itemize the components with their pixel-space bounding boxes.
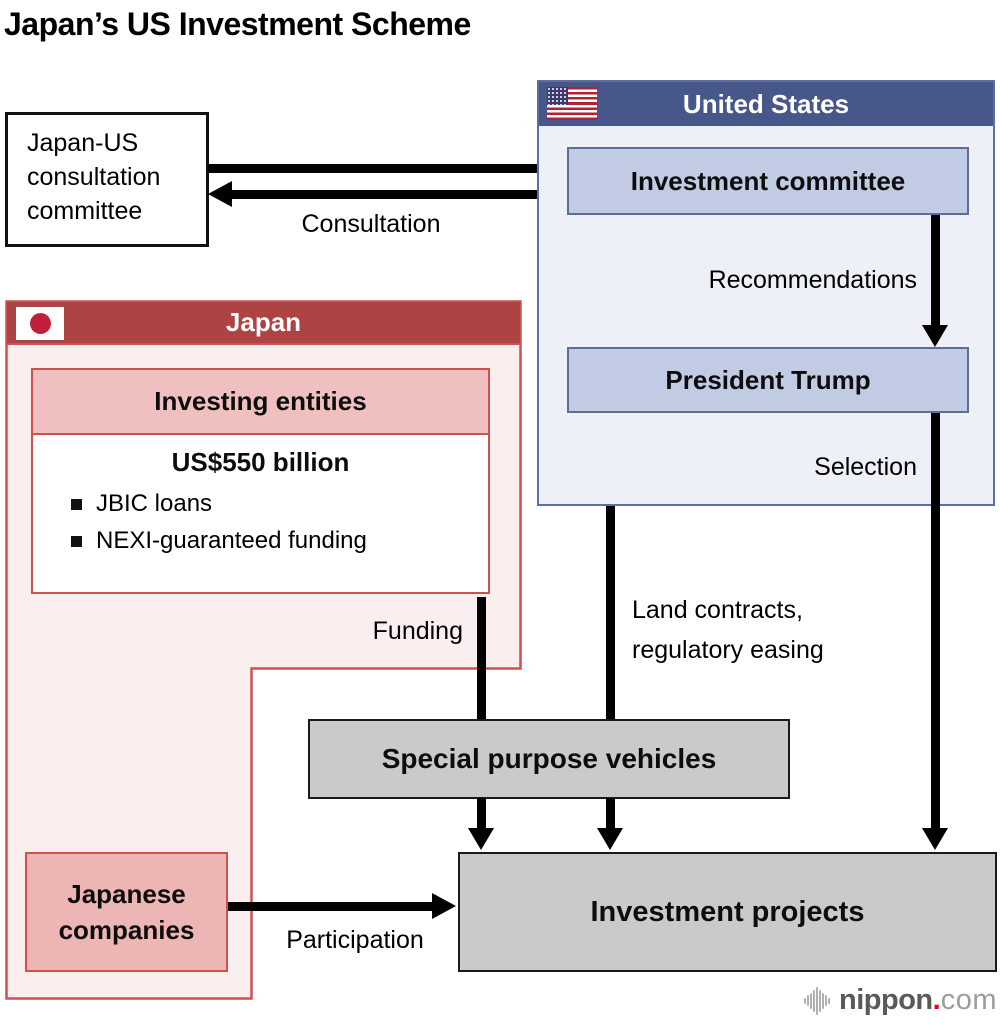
japanese-companies-line: Japanese <box>67 879 186 909</box>
japanese-companies-line: companies <box>58 915 195 945</box>
investing-entities-label: Investing entities <box>154 386 367 416</box>
consultation-box-line: committee <box>27 197 143 225</box>
investment-projects-box: Investment projects <box>458 852 997 972</box>
spv-out-arrow-head <box>468 828 494 850</box>
soundwave-icon <box>804 986 831 1015</box>
selection-label: Selection <box>814 453 917 481</box>
logo-dot: . <box>932 984 941 1016</box>
president-trump-label: President Trump <box>665 364 871 395</box>
list-item: JBIC loans <box>71 486 488 523</box>
recommendations-label: Recommendations <box>708 266 917 294</box>
bullet-square-icon <box>71 498 82 510</box>
investment-committee-label: Investment committee <box>630 165 906 196</box>
participation-arrow-head <box>432 893 456 919</box>
investing-entities-box: Investing entities <box>31 368 490 435</box>
list-item: NEXI-guaranteed funding <box>71 523 488 560</box>
japan-flag-icon <box>16 307 64 340</box>
funding-bullet-list: JBIC loans NEXI-guaranteed funding <box>33 486 488 560</box>
land-contracts-arrow-line <box>606 506 615 720</box>
consultation-box-line: Japan-US <box>27 129 139 157</box>
land-contracts-line: regulatory easing <box>632 636 824 664</box>
japan-us-consultation-committee-box: Japan-US consultation committee <box>5 112 209 247</box>
spv-out-arrow-line <box>606 798 615 829</box>
selection-arrow-line <box>931 413 940 829</box>
president-trump-box: President Trump <box>567 347 969 413</box>
us-flag-icon <box>547 87 597 120</box>
participation-label: Participation <box>286 926 424 954</box>
japan-header-label: Japan <box>225 307 302 337</box>
consultation-label: Consultation <box>301 210 441 238</box>
investment-projects-label: Investment projects <box>590 895 865 928</box>
selection-arrow-head <box>922 828 948 850</box>
amount-label: US$550 billion <box>171 446 350 477</box>
logo-name: nippon <box>839 984 933 1016</box>
bullet-square-icon <box>71 535 82 547</box>
bullet-text: JBIC loans <box>96 490 213 517</box>
consultation-arrow-left-line <box>231 190 568 199</box>
funding-arrow-line <box>477 597 486 720</box>
recommendations-arrow-line <box>931 215 940 326</box>
japanese-companies-box: Japanese companies <box>25 852 228 972</box>
nippon-com-logo: nippon . com <box>804 984 997 1017</box>
consultation-arrow-left-head <box>208 181 232 207</box>
page-title: Japan’s US Investment Scheme <box>4 6 471 42</box>
consultation-box-line: consultation <box>27 163 161 191</box>
investing-entities-group: Investing entities US$550 billion JBIC l… <box>31 368 490 594</box>
logo-tld: com <box>940 984 997 1016</box>
funding-sources-box: US$550 billion JBIC loans NEXI-guarantee… <box>31 432 490 594</box>
land-contracts-line: Land contracts, <box>632 596 803 624</box>
spv-out-arrow-head <box>597 828 623 850</box>
land-contracts-label: Land contracts, regulatory easing <box>632 590 824 670</box>
united-states-header-label: United States <box>682 88 850 119</box>
consultation-arrow-right-line <box>208 164 546 173</box>
spv-label: Special purpose vehicles <box>381 743 717 774</box>
recommendations-arrow-head <box>922 325 948 347</box>
bullet-text: NEXI-guaranteed funding <box>96 527 367 554</box>
special-purpose-vehicles-box: Special purpose vehicles <box>308 719 790 799</box>
investment-committee-box: Investment committee <box>567 147 969 215</box>
japan-header: Japan <box>7 302 520 345</box>
united-states-header: United States <box>539 82 993 126</box>
participation-arrow-line <box>228 902 433 911</box>
spv-out-arrow-line <box>477 798 486 829</box>
funding-label: Funding <box>372 617 463 645</box>
